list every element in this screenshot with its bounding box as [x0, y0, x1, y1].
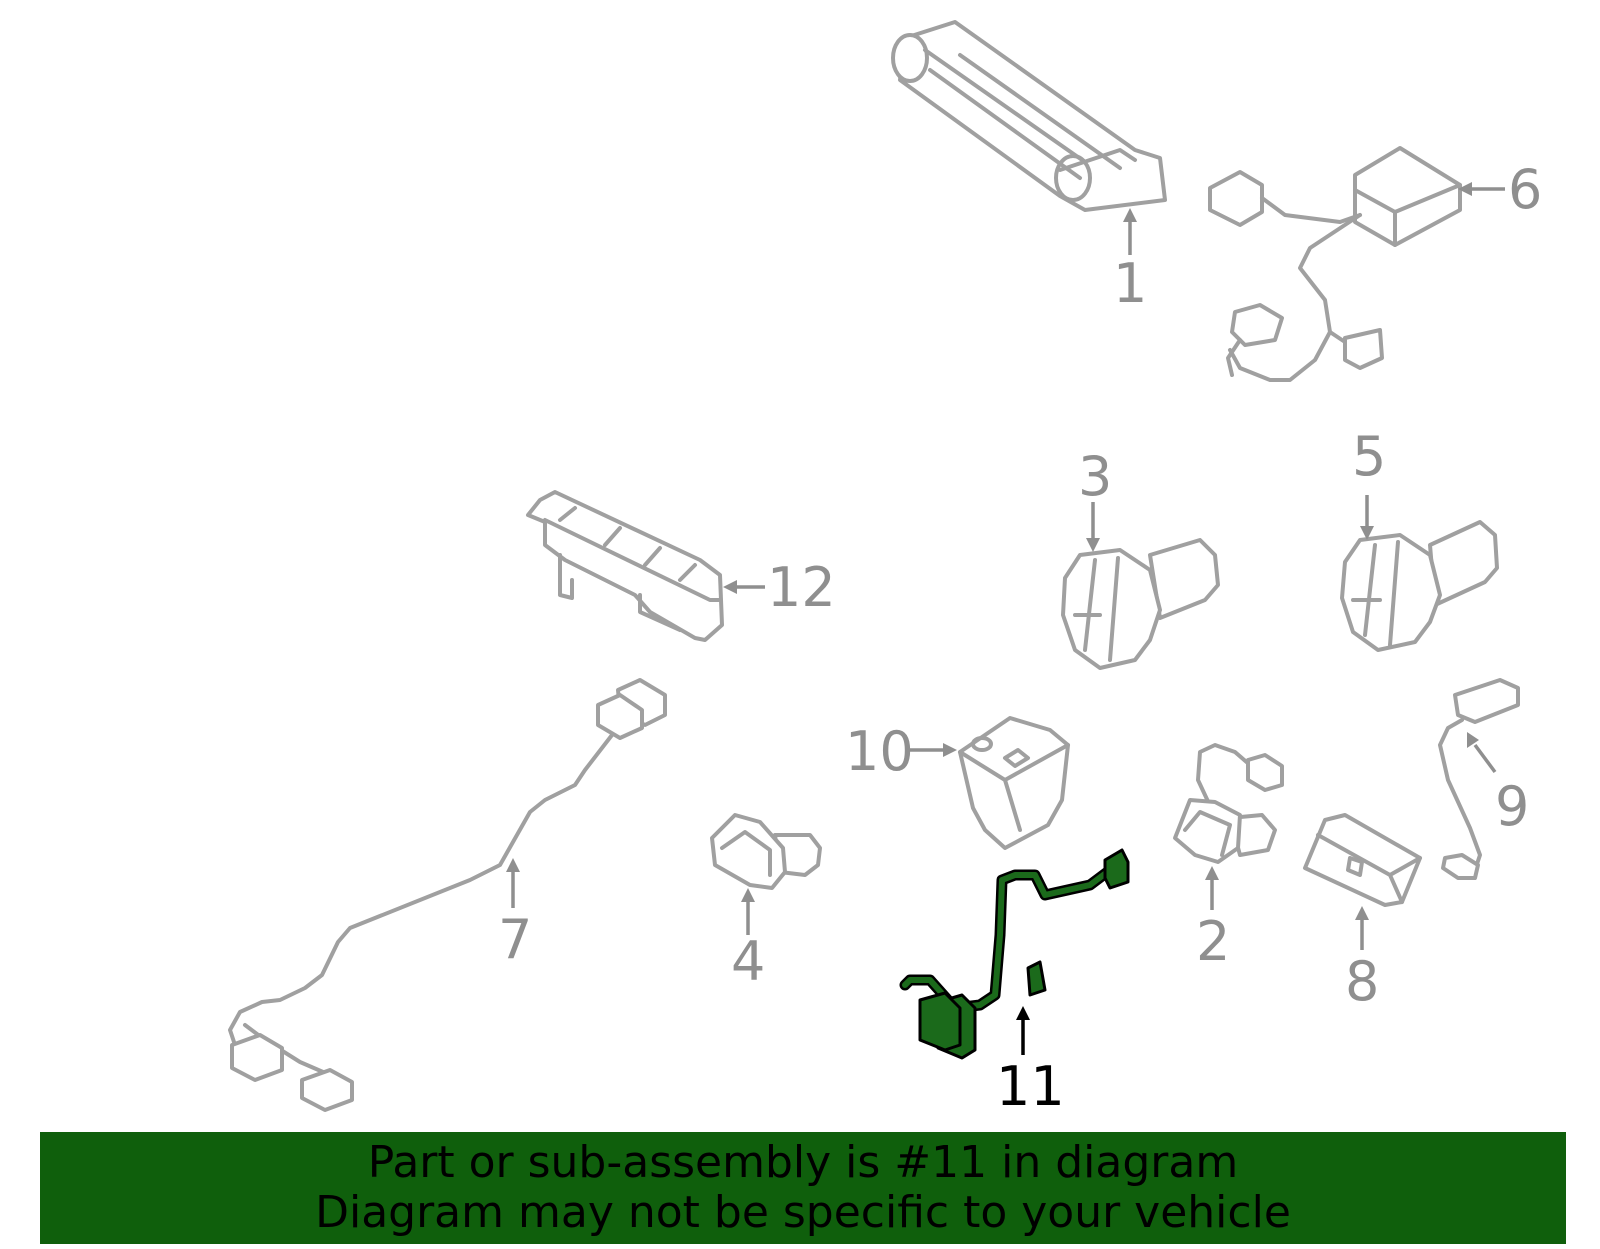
callout-2-arrowhead: [1205, 866, 1219, 880]
banner-line-2: Diagram may not be specific to your vehi…: [315, 1187, 1291, 1238]
callout-8[interactable]: 8: [1345, 950, 1379, 1013]
callout-5[interactable]: 5: [1352, 425, 1386, 488]
callout-3[interactable]: 3: [1078, 445, 1112, 508]
callout-9-arrowhead: [1467, 732, 1479, 748]
callout-7-arrowhead: [506, 858, 520, 872]
callout-11[interactable]: 11: [996, 1055, 1065, 1118]
callout-6-arrowhead: [1458, 182, 1472, 196]
part-6-wiring-harness[interactable]: [1208, 146, 1462, 382]
callout-9-leader: [1473, 743, 1497, 774]
info-banner: Part or sub-assembly is #11 in diagram D…: [40, 1132, 1566, 1244]
callout-7[interactable]: 7: [498, 908, 532, 971]
callout-9[interactable]: 9: [1495, 775, 1529, 838]
callout-4[interactable]: 4: [731, 930, 765, 993]
callout-12[interactable]: 12: [767, 556, 836, 619]
part-4-small-switch[interactable]: [710, 813, 822, 890]
callout-6[interactable]: 6: [1508, 158, 1542, 221]
callout-8-arrowhead: [1355, 906, 1369, 920]
callout-3-arrowhead: [1086, 538, 1100, 552]
part-3-knob[interactable]: [1061, 538, 1220, 670]
callout-5-arrowhead: [1360, 526, 1374, 540]
callout-2[interactable]: 2: [1196, 910, 1230, 973]
banner-line-1: Part or sub-assembly is #11 in diagram: [367, 1137, 1239, 1188]
callout-1[interactable]: 1: [1113, 252, 1147, 315]
callout-10-arrowhead: [943, 743, 957, 757]
callout-12-arrowhead: [723, 580, 737, 594]
part-2-switch-pigtail[interactable]: [1173, 743, 1284, 864]
callout-10[interactable]: 10: [845, 720, 914, 783]
part-8-rect-switch[interactable]: [1303, 813, 1422, 907]
part-1-trim-bar[interactable]: [891, 20, 1167, 212]
part-11-highlighted-harness[interactable]: [899, 848, 1130, 1060]
part-9-sensor-lead[interactable]: [1438, 678, 1520, 880]
callout-1-arrowhead: [1123, 208, 1137, 222]
part-7-long-harness[interactable]: [228, 678, 667, 1112]
part-5-knob[interactable]: [1340, 520, 1499, 652]
callout-11-arrowhead: [1016, 1006, 1030, 1020]
part-10-switch[interactable]: [958, 716, 1070, 850]
callout-4-arrowhead: [741, 888, 755, 902]
part-12-switch-panel[interactable]: [526, 490, 724, 642]
